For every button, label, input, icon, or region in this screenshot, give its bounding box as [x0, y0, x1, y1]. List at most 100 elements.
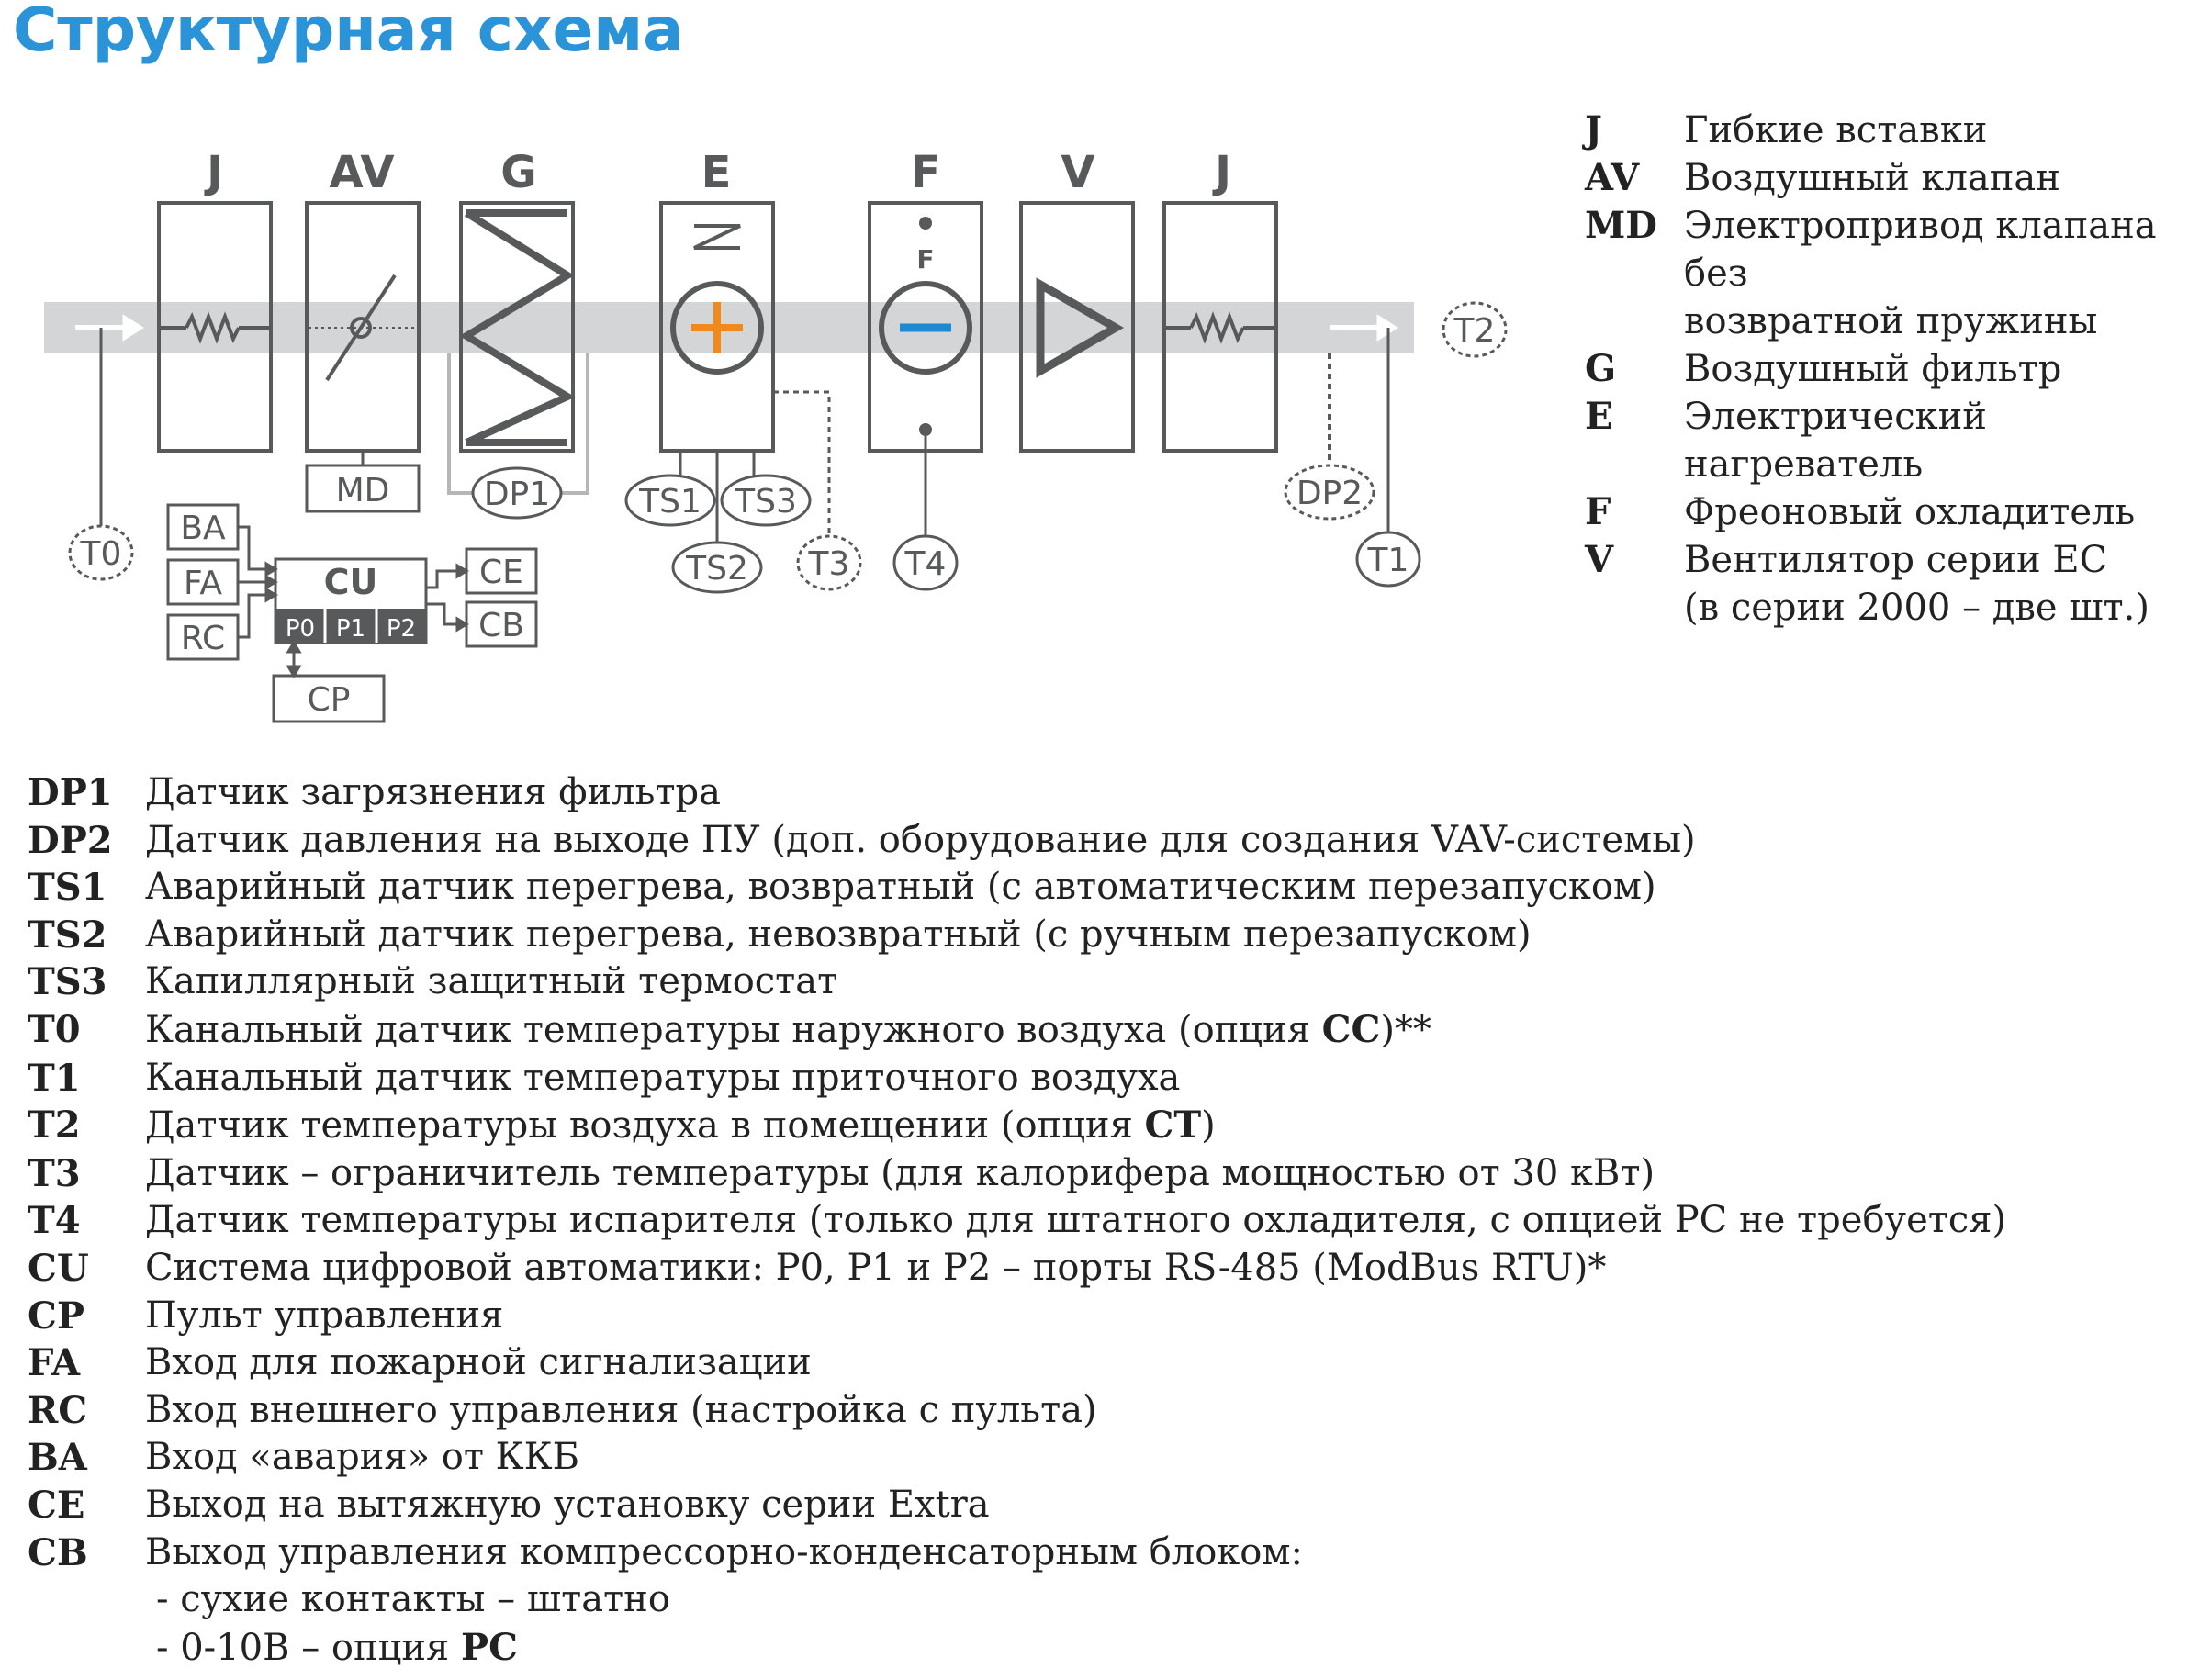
legend-code: T0	[28, 1007, 81, 1051]
legend-text: Аварийный датчик перегрева, возвратный (…	[145, 864, 2204, 912]
t4-sensor: T4	[892, 534, 959, 591]
legend-text-tail: )**	[1380, 1008, 1431, 1051]
legend-code: T2	[28, 1103, 81, 1148]
legend-right-row: MD Электропривод клапана без	[1585, 202, 2209, 297]
legend-text: Электропривод клапана без	[1684, 205, 2157, 295]
legend-text: Выход на вытяжную установку серии Extra	[145, 1482, 2204, 1529]
t3-label: T3	[808, 545, 850, 583]
ts3-sensor: TS3	[720, 474, 812, 527]
legend-code: CU	[28, 1246, 89, 1290]
legend-bottom-row: CP Пульт управления	[28, 1293, 2204, 1340]
column-label-j-out: J	[1212, 147, 1231, 198]
control-panel: CP	[272, 674, 386, 723]
legend-option-code: CT	[1144, 1103, 1202, 1148]
fa-label: FA	[184, 565, 222, 602]
legend-bottom-row: T2 Датчик температуры воздуха в помещении…	[28, 1102, 2204, 1150]
ts-wires	[679, 390, 831, 544]
legend-text: Аварийный датчик перегрева, невозвратный…	[145, 912, 2204, 959]
legend-bottom-row: CE Выход на вытяжную установку серии Extr…	[28, 1482, 2204, 1529]
cp-label: CP	[308, 681, 351, 719]
legend-text-main: Датчик температуры испарителя (только дл…	[145, 1199, 2007, 1242]
legend-text-main: Канальный датчик температуры наружного в…	[145, 1008, 1322, 1051]
legend-text: Капиллярный защитный термостат	[145, 958, 2204, 1006]
legend-sub-text: - сухие контакты – штатно	[156, 1578, 670, 1621]
legend-text: Датчик температуры испарителя (только дл…	[145, 1197, 2204, 1245]
control-inputs: BA FA RC	[166, 503, 240, 661]
input-arrows	[238, 525, 278, 639]
legend-text: Канальный датчик температуры приточного …	[145, 1055, 2204, 1103]
legend-code: G	[1585, 347, 1617, 390]
legend-code: CP	[28, 1294, 84, 1338]
legend-code: TS1	[28, 866, 107, 910]
legend-bottom-row: T0 Канальный датчик температуры наружного…	[28, 1006, 2204, 1055]
electric-heater	[659, 201, 775, 453]
legend-text-main: Капиллярный защитный термостат	[145, 960, 838, 1003]
legend-text-main: Пульт управления	[145, 1294, 504, 1337]
port-p0: P0	[286, 615, 315, 643]
legend-code: MD	[1585, 204, 1657, 247]
legend-text-main: Канальный датчик температуры приточного …	[145, 1056, 1181, 1099]
legend-text: Воздушный фильтр	[1684, 348, 2062, 390]
legend-text-main: Датчик – ограничитель температуры (для к…	[145, 1151, 1655, 1194]
air-filter	[459, 201, 576, 453]
dp1-tubes	[447, 353, 589, 495]
rc-label: RC	[181, 620, 225, 657]
t0-sensor: T0	[68, 524, 134, 581]
dp1-sensor: DP1	[471, 466, 563, 520]
legend-sub-row: - сухие контакты – штатно	[28, 1576, 2204, 1624]
ba-label: BA	[180, 510, 226, 547]
column-label-f: F	[911, 147, 941, 198]
legend-code: T3	[28, 1151, 81, 1195]
legend-bottom-row: TS1 Аварийный датчик перегрева, возвратны…	[28, 864, 2204, 912]
page-title: Структурная схема	[13, 0, 684, 65]
cooler-f-label: F	[916, 244, 934, 274]
t0-label: T0	[80, 535, 122, 573]
legend-text: Датчик – ограничитель температуры (для к…	[145, 1150, 2204, 1198]
legend-text-main: Датчик давления на выходе ПУ (доп. обору…	[145, 818, 1696, 861]
legend-code	[1585, 584, 1684, 632]
t2-label: T2	[1453, 312, 1496, 350]
cb-label: CB	[478, 607, 524, 644]
output-arrows	[426, 563, 469, 633]
legend-code: J	[1585, 108, 1602, 151]
dp1-label: DP1	[484, 476, 550, 513]
legend-text-main: Выход управления компрессорно-конденсато…	[145, 1530, 1303, 1574]
legend-option-code: PC	[461, 1625, 518, 1669]
ts3-label: TS3	[734, 483, 797, 521]
legend-text: Электрический нагреватель	[1684, 396, 1987, 486]
legend-text-main: Аварийный датчик перегрева, возвратный (…	[145, 866, 1656, 909]
legend-right-row: (в серии 2000 – две шт.)	[1585, 584, 2209, 632]
legend-text: Вход внешнего управления (настройка с пу…	[145, 1387, 2204, 1435]
legend-code: F	[1585, 490, 1611, 533]
legend-text: Канальный датчик температуры наружного в…	[145, 1006, 2204, 1055]
legend-code: CE	[28, 1483, 85, 1527]
column-label-j-in: J	[204, 147, 223, 198]
legend-text-main: Система цифровой автоматики: P0, P1 и P2…	[145, 1246, 1607, 1289]
legend-bottom-row: TS2 Аварийный датчик перегрева, невозврат…	[28, 912, 2204, 959]
legend-right-row: G Воздушный фильтр	[1585, 345, 2209, 393]
legend-text: Датчик температуры воздуха в помещении (…	[145, 1102, 2204, 1150]
legend-code: RC	[28, 1388, 88, 1432]
legend-text: Вентилятор серии EC	[1684, 539, 2108, 581]
legend-code: FA	[28, 1341, 81, 1385]
legend-bottom-row: T3 Датчик – ограничитель температуры (для…	[28, 1150, 2204, 1198]
legend-text-main: Вход «авария» от ККБ	[145, 1436, 579, 1479]
legend-code: TS2	[28, 913, 107, 957]
ce-label: CE	[479, 554, 523, 591]
ts1-sensor: TS1	[624, 474, 716, 527]
legend-code: TS3	[28, 960, 107, 1004]
control-unit: CU P0 P1 P2	[274, 557, 428, 644]
t2-sensor: T2	[1442, 301, 1508, 358]
md-label: MD	[336, 472, 390, 510]
legend-text: Система цифровой автоматики: P0, P1 и P2…	[145, 1245, 2204, 1293]
legend-sub-text: - 0-10В – опция	[156, 1626, 461, 1669]
t1-sensor: T1	[1355, 531, 1421, 588]
legend-text: возвратной пружины	[1684, 300, 2098, 342]
legend-code	[1585, 297, 1684, 345]
legend-text: Пульт управления	[145, 1293, 2204, 1340]
